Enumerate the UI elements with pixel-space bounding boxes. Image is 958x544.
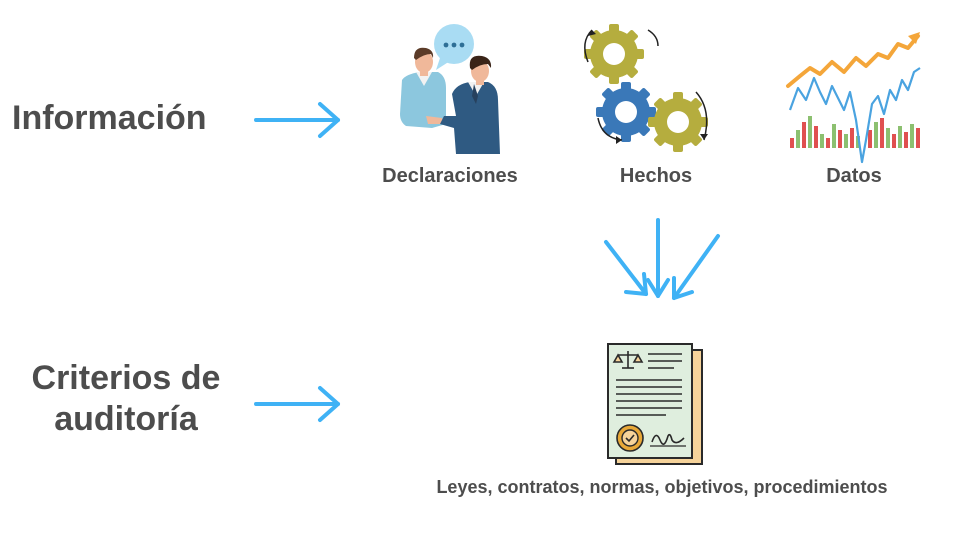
- criteria-caption: Leyes, contratos, normas, objetivos, pro…: [436, 477, 888, 497]
- legal-document-icon: [607, 343, 703, 465]
- arrow-right-criterios-icon: [254, 386, 340, 422]
- criterios-label-line2: auditoría: [54, 399, 198, 438]
- data-chart-icon: [786, 32, 921, 164]
- declaraciones-label: Declaraciones: [382, 165, 518, 187]
- converging-arrows-icon: [604, 218, 720, 300]
- gears-icon: [584, 24, 708, 152]
- criterios-label: Criterios de auditoría: [0, 358, 252, 440]
- datos-label: Datos: [826, 165, 882, 187]
- people-talking-icon: [400, 24, 500, 154]
- informacion-label: Información: [12, 99, 207, 137]
- criterios-label-line1: Criterios de: [31, 359, 221, 397]
- hechos-label: Hechos: [619, 165, 693, 187]
- arrow-right-info-icon: [254, 102, 340, 138]
